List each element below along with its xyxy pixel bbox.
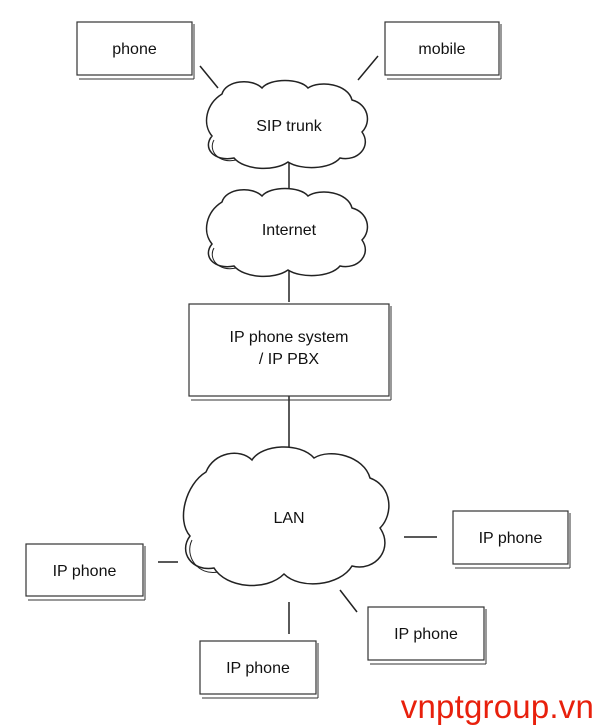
ip-phone-box-bottom: IP phone [199,640,319,699]
link-lan-ipphone-bottom-right [339,589,358,613]
ip-phone-box-left: IP phone [25,543,146,601]
sip-trunk-cloud: SIP trunk [205,79,369,170]
link-mobile-siptrunk [357,55,379,81]
phone-label: phone [112,41,157,58]
ip-pbx-box: IP phone system / IP PBX [188,303,392,401]
watermark-text: vnptgroup.vn [400,688,594,725]
mobile-label: mobile [418,41,465,58]
pbx-label-line1: IP phone system [230,329,349,346]
mobile-box: mobile [384,21,502,80]
ip-phone-bottom-right-label: IP phone [394,626,458,643]
phone-box: phone [76,21,195,80]
internet-label: Internet [262,222,317,239]
link-phone-siptrunk [199,65,219,89]
ip-phone-left-label: IP phone [53,563,117,580]
connectors [158,55,437,634]
ip-phone-box-right: IP phone [452,510,571,569]
ip-phone-box-bottom-right: IP phone [367,606,487,665]
ip-phone-bottom-label: IP phone [226,660,290,677]
pbx-label-line2: / IP PBX [259,351,320,368]
ip-phone-right-label: IP phone [479,530,543,547]
internet-cloud: Internet [205,187,369,278]
lan-cloud: LAN [182,446,390,587]
sip-trunk-label: SIP trunk [256,118,323,135]
lan-label: LAN [273,510,304,527]
